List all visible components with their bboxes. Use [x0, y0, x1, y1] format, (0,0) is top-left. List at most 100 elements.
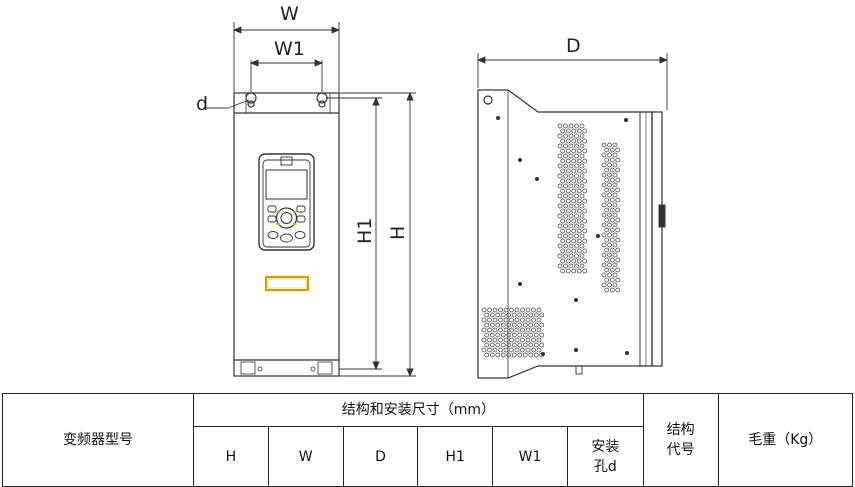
label-plate: [265, 276, 309, 291]
vent-hole: [571, 158, 577, 164]
vent-hole: [498, 337, 503, 343]
vent-hole: [511, 322, 517, 328]
vent-hole: [565, 188, 571, 194]
vent-hole: [601, 182, 607, 188]
vent-hole: [481, 307, 487, 313]
vent-hole: [565, 248, 571, 254]
vent-hole: [525, 327, 531, 333]
vent-hole: [574, 133, 579, 139]
vent-hole: [489, 352, 495, 358]
vent-hole: [533, 332, 539, 338]
vent-hole: [489, 332, 495, 338]
vent-hole: [487, 347, 492, 353]
dim-label-d-depth: D: [566, 35, 581, 57]
vent-hole: [557, 193, 563, 199]
vent-hole: [560, 148, 566, 154]
vent-hole: [604, 217, 610, 223]
vent-hole: [525, 317, 531, 323]
header-structure-code-line2: 代号: [666, 442, 695, 458]
vent-hole: [563, 253, 568, 259]
vent-hole: [492, 307, 498, 313]
vent-hole: [571, 168, 577, 174]
vent-hole: [615, 147, 621, 153]
vent-hole: [560, 168, 566, 174]
vent-hole: [607, 142, 612, 148]
vent-hole: [487, 307, 492, 313]
vent-hole: [514, 307, 520, 313]
header-mount-hole: 安装 孔d: [566, 426, 644, 487]
vent-hole: [557, 263, 563, 269]
vent-hole: [568, 153, 574, 159]
vent-hole: [612, 272, 618, 278]
vent-hole: [579, 213, 585, 219]
vent-hole: [615, 167, 621, 173]
vent-hole: [582, 168, 588, 174]
vent-hole: [517, 342, 523, 348]
vent-hole: [574, 263, 579, 269]
vent-hole: [531, 307, 536, 313]
vent-hole: [604, 177, 610, 183]
vent-hole: [563, 223, 568, 229]
vent-hole: [574, 163, 579, 169]
vent-hole: [604, 287, 610, 293]
vent-hole: [601, 272, 607, 278]
vent-hole: [612, 282, 618, 288]
vent-hole: [565, 148, 571, 154]
vent-hole: [557, 213, 563, 219]
vent-hole: [609, 167, 615, 173]
vent-hole: [560, 138, 566, 144]
vent-hole: [487, 327, 492, 333]
vent-hole: [557, 123, 563, 129]
vent-hole: [536, 347, 542, 353]
vent-hole: [568, 193, 574, 199]
vent-hole: [539, 312, 545, 318]
vent-hole: [509, 327, 514, 333]
vent-hole: [571, 178, 577, 184]
vent-hole: [607, 282, 612, 288]
vent-hole: [503, 327, 509, 333]
vent-hole: [560, 128, 566, 134]
vent-hole: [574, 203, 579, 209]
vent-hole: [487, 337, 492, 343]
vent-hole: [612, 232, 618, 238]
dimension-drawing: W W1 d H1 H: [196, 3, 669, 379]
vent-hole: [506, 322, 512, 328]
vent-hole: [533, 322, 539, 328]
vent-hole: [563, 123, 568, 129]
vent-hole: [609, 267, 615, 273]
header-model: 变频器型号: [2, 393, 194, 487]
vent-hole: [604, 247, 610, 253]
vent-hole: [579, 173, 585, 179]
vent-hole: [576, 148, 582, 154]
vent-hole: [568, 213, 574, 219]
front-view: [233, 92, 340, 377]
vent-hole: [601, 252, 607, 258]
vent-hole: [571, 248, 577, 254]
vent-hole: [604, 167, 610, 173]
vent-hole: [565, 228, 571, 234]
vent-hole: [609, 207, 615, 213]
keypad: [258, 153, 315, 251]
vent-hole: [609, 147, 615, 153]
vent-hole: [582, 158, 588, 164]
vent-hole: [579, 153, 585, 159]
vent-hole: [500, 342, 506, 348]
vent-hole: [604, 227, 610, 233]
vent-hole: [511, 332, 517, 338]
vent-hole: [568, 233, 574, 239]
vent-hole: [560, 258, 566, 264]
vent-hole: [495, 352, 501, 358]
vent-hole: [568, 173, 574, 179]
vent-hole: [489, 342, 495, 348]
vent-hole: [609, 197, 615, 203]
vent-hole: [601, 282, 607, 288]
vent-hole: [607, 222, 612, 228]
vent-hole: [560, 218, 566, 224]
header-w: W: [267, 426, 344, 487]
vent-hole: [576, 228, 582, 234]
vent-hole: [498, 307, 503, 313]
vent-hole: [531, 327, 536, 333]
vent-hole: [484, 332, 490, 338]
vent-hole: [574, 253, 579, 259]
vent-hole: [576, 168, 582, 174]
